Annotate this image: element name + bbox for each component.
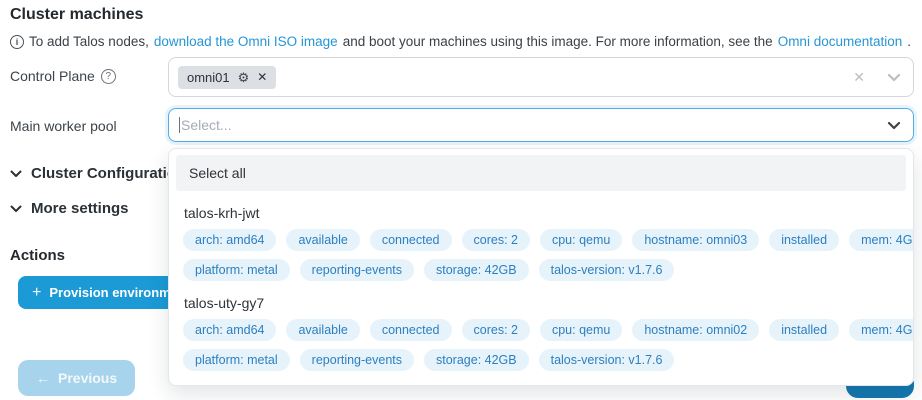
control-plane-selected-tag[interactable]: omni01 ⚙ ✕ bbox=[178, 65, 277, 89]
machine-tags: arch: amd64 available connected cores: 2 cpu… bbox=[183, 319, 913, 371]
omni-docs-link[interactable]: Omni documentation bbox=[777, 34, 903, 49]
help-icon[interactable]: ? bbox=[100, 68, 116, 84]
machine-tags: arch: amd64 available connected cores: 2 cpu… bbox=[183, 229, 913, 281]
worker-pool-placeholder: Select... bbox=[179, 117, 232, 133]
info-text-suffix: . bbox=[907, 34, 912, 49]
plus-icon: + bbox=[32, 283, 42, 301]
select-all-option[interactable]: Select all bbox=[176, 155, 906, 191]
machine-tag: platform: metal bbox=[183, 259, 290, 281]
machine-name: talos-uty-gy7 bbox=[184, 295, 265, 311]
machine-tag: arch: amd64 bbox=[183, 229, 277, 251]
machine-tag-row: arch: amd64 available connected cores: 2 cpu… bbox=[183, 229, 913, 251]
section-cluster-configuration[interactable]: Cluster Configuration bbox=[10, 165, 185, 182]
worker-pool-label: Main worker pool bbox=[10, 118, 117, 134]
machine-tag: cpu: qemu bbox=[539, 319, 623, 341]
chevron-down-icon[interactable] bbox=[887, 73, 901, 82]
machine-tag: arch: amd64 bbox=[183, 319, 277, 341]
clear-selection-icon[interactable]: ✕ bbox=[853, 68, 865, 85]
info-banner: i To add Talos nodes, download the Omni … bbox=[10, 34, 911, 49]
info-text-prefix: To add Talos nodes, bbox=[29, 34, 149, 49]
provision-button-label: Provision environment bbox=[49, 285, 191, 300]
machine-tag: storage: 42GB bbox=[424, 349, 529, 371]
machine-tag: cpu: qemu bbox=[539, 229, 623, 251]
machine-tag: installed bbox=[769, 319, 840, 341]
machine-tag: storage: 42GB bbox=[424, 259, 529, 281]
info-text-middle: and boot your machines using this image.… bbox=[342, 34, 773, 49]
machine-tag: talos-version: v1.7.6 bbox=[538, 259, 675, 281]
previous-button[interactable]: ← Previous bbox=[18, 360, 136, 396]
machine-tag: hostname: omni02 bbox=[632, 319, 760, 341]
machine-tag: hostname: omni03 bbox=[632, 229, 760, 251]
machine-name: talos-krh-jwt bbox=[184, 205, 260, 221]
machine-tag: cores: 2 bbox=[461, 319, 530, 341]
chevron-down-icon[interactable] bbox=[887, 121, 901, 130]
page-title: Cluster machines bbox=[10, 6, 144, 23]
machine-tag: available bbox=[286, 229, 360, 251]
gear-icon[interactable]: ⚙ bbox=[237, 69, 250, 85]
arrow-left-icon: ← bbox=[36, 370, 50, 386]
machine-tag-row: arch: amd64 available connected cores: 2 cpu… bbox=[183, 319, 913, 341]
control-plane-label-text: Control Plane bbox=[10, 68, 95, 84]
machine-tag: mem: 4GiB bbox=[849, 319, 913, 341]
tag-label: omni01 bbox=[187, 69, 230, 85]
machine-tag-row: platform: metal reporting-events storage: … bbox=[183, 259, 899, 281]
select-all-label: Select all bbox=[189, 165, 246, 181]
section-label: More settings bbox=[31, 200, 129, 217]
control-plane-label: Control Plane ? bbox=[10, 68, 116, 84]
machine-tag: cores: 2 bbox=[461, 229, 530, 251]
machine-tag: installed bbox=[769, 229, 840, 251]
info-circle-icon: i bbox=[10, 34, 24, 49]
remove-tag-icon[interactable]: ✕ bbox=[257, 70, 268, 84]
worker-pool-dropdown: Select all talos-krh-jwt arch: amd64 avai… bbox=[168, 148, 914, 386]
machine-tag: talos-version: v1.7.6 bbox=[538, 349, 675, 371]
section-label: Cluster Configuration bbox=[31, 165, 186, 182]
machine-tag: mem: 4GiB bbox=[849, 229, 913, 251]
machine-tag: connected bbox=[369, 229, 452, 251]
control-plane-select[interactable]: omni01 ⚙ ✕ ✕ bbox=[168, 57, 914, 97]
machine-tag: reporting-events bbox=[299, 349, 414, 371]
section-more-settings[interactable]: More settings bbox=[10, 200, 129, 217]
machine-tag-row: platform: metal reporting-events storage: … bbox=[183, 349, 899, 371]
previous-button-label: Previous bbox=[58, 370, 118, 386]
actions-heading: Actions bbox=[10, 247, 66, 264]
worker-pool-label-text: Main worker pool bbox=[10, 118, 117, 134]
chevron-down-icon bbox=[10, 205, 22, 212]
machine-tag: connected bbox=[369, 319, 452, 341]
machine-option[interactable]: talos-uty-gy7 arch: amd64 available connec… bbox=[175, 295, 913, 371]
machine-tag: available bbox=[286, 319, 360, 341]
download-iso-link[interactable]: download the Omni ISO image bbox=[153, 34, 338, 49]
worker-pool-select[interactable]: Select... bbox=[168, 108, 914, 142]
machine-tag: platform: metal bbox=[183, 349, 290, 371]
machine-tag: reporting-events bbox=[299, 259, 414, 281]
machine-list: talos-krh-jwt arch: amd64 available connec… bbox=[175, 205, 913, 371]
machine-option[interactable]: talos-krh-jwt arch: amd64 available connec… bbox=[175, 205, 913, 281]
chevron-down-icon bbox=[10, 170, 22, 177]
